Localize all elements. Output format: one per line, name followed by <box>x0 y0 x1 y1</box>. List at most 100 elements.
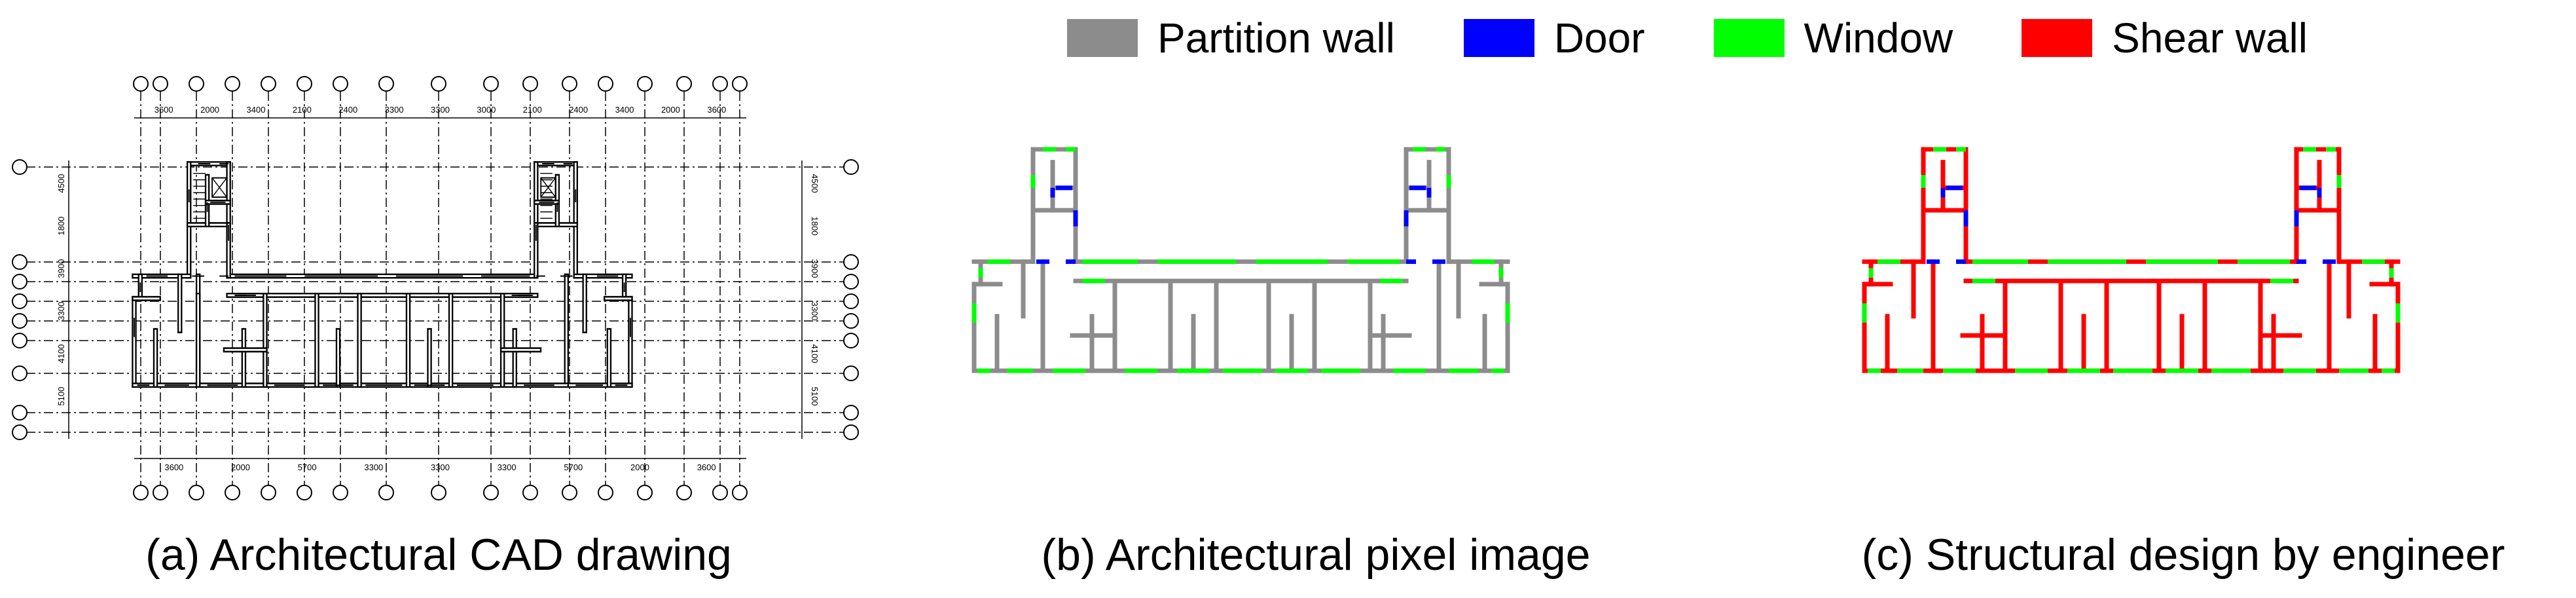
axis-bubble <box>189 76 204 92</box>
axis-bubble <box>189 485 204 500</box>
axis-bubble <box>297 485 312 500</box>
architectural-floor-plan <box>971 147 1510 373</box>
legend-label: Shear wall <box>2112 14 2308 62</box>
cad-walls <box>132 161 633 388</box>
axis-bubble <box>12 405 27 420</box>
dimension-label: 1800 <box>56 217 66 236</box>
axis-bubble <box>12 159 27 175</box>
axis-bubble <box>153 76 168 92</box>
axis-bubble <box>483 76 499 92</box>
dimension-label: 3400 <box>247 105 266 115</box>
axis-bubble <box>431 76 446 92</box>
dimension-label: 3600 <box>707 105 726 115</box>
axis-bubble <box>12 333 27 348</box>
axis-bubble <box>333 76 348 92</box>
elevator-box <box>211 177 228 198</box>
axis-bubble <box>378 76 394 92</box>
cad-grid-lines <box>12 76 859 500</box>
dimension-label: 3600 <box>164 462 183 472</box>
axis-bubble <box>843 159 859 175</box>
axis-bubble <box>732 485 748 500</box>
legend-item-partition-wall: Partition wall <box>1067 14 1395 62</box>
axis-bubble <box>12 365 27 381</box>
dimension-label: 3300 <box>810 302 820 321</box>
axis-bubble <box>843 274 859 290</box>
dimension-label: 2100 <box>523 105 542 115</box>
legend-item-shear-wall: Shear wall <box>2022 14 2308 62</box>
axis-bubble <box>843 405 859 420</box>
dimension-label: 5700 <box>298 462 317 472</box>
axis-bubble <box>333 485 348 500</box>
caption-b: (b) Architectural pixel image <box>1041 530 1591 580</box>
dimension-label: 3600 <box>697 462 716 472</box>
caption-a: (a) Architectural CAD drawing <box>145 530 732 580</box>
dimension-label: 4500 <box>56 174 66 193</box>
dimension-label: 2100 <box>293 105 312 115</box>
axis-bubble <box>12 254 27 270</box>
axis-bubble <box>598 485 613 500</box>
window-swatch <box>1713 19 1785 57</box>
dimension-label: 2400 <box>569 105 588 115</box>
dimension-label: 2000 <box>200 105 219 115</box>
dimension-label: 5700 <box>564 462 583 472</box>
axis-bubble <box>133 485 149 500</box>
axis-bubble <box>12 293 27 309</box>
axis-bubble <box>261 76 276 92</box>
legend-label: Partition wall <box>1157 14 1395 62</box>
legend: Partition wall Door Window Shear wall <box>1067 12 2376 64</box>
axis-bubble <box>378 485 394 500</box>
elevator-box <box>540 177 556 198</box>
axis-bubble <box>843 333 859 348</box>
legend-item-window: Window <box>1713 14 1953 62</box>
cad-plan <box>132 161 633 388</box>
architectural-pixel-panel <box>971 147 1510 373</box>
axis-bubble <box>297 76 312 92</box>
partition-wall-swatch <box>1067 19 1138 57</box>
elevator-cross <box>540 178 556 198</box>
axis-bubble <box>153 485 168 500</box>
caption-c: (c) Structural design by engineer <box>1861 530 2505 580</box>
dimension-label: 3300 <box>498 462 517 472</box>
axis-bubble <box>522 485 538 500</box>
axis-bubble <box>843 365 859 381</box>
elevator-cross <box>211 178 227 198</box>
axis-bubble <box>225 76 240 92</box>
axis-bubble <box>12 313 27 329</box>
axis-bubble <box>676 76 692 92</box>
axis-bubble <box>843 293 859 309</box>
axis-bubble <box>732 76 748 92</box>
dimension-label: 3900 <box>810 259 820 278</box>
dimension-label: 4500 <box>810 174 820 193</box>
axis-bubble <box>522 76 538 92</box>
axis-bubble <box>843 313 859 329</box>
axis-bubble <box>562 485 577 500</box>
axis-bubble <box>843 254 859 270</box>
dimension-label: 5100 <box>810 387 820 406</box>
axis-bubble <box>133 76 149 92</box>
axis-bubble <box>712 485 728 500</box>
axis-bubble <box>676 485 692 500</box>
dimension-label: 2000 <box>630 462 649 472</box>
dimension-label: 3600 <box>154 105 173 115</box>
dimension-label: 3300 <box>431 462 450 472</box>
dimension-label: 2000 <box>231 462 250 472</box>
dimension-label: 3000 <box>477 105 496 115</box>
axis-bubble <box>261 485 276 500</box>
axis-bubble <box>598 76 613 92</box>
dimension-label: 2000 <box>661 105 680 115</box>
axis-bubble <box>712 76 728 92</box>
axis-bubble <box>637 76 653 92</box>
legend-item-door: Door <box>1463 14 1645 62</box>
dimension-label: 3300 <box>431 105 450 115</box>
door-swatch <box>1463 19 1534 57</box>
dimension-label: 3300 <box>56 302 66 321</box>
axis-bubble <box>431 485 446 500</box>
dimension-label: 3900 <box>56 259 66 278</box>
axis-bubble <box>12 274 27 290</box>
legend-label: Window <box>1804 14 1953 62</box>
axis-bubble <box>637 485 653 500</box>
axis-bubble <box>843 424 859 440</box>
structural-design-panel <box>1862 147 2401 373</box>
